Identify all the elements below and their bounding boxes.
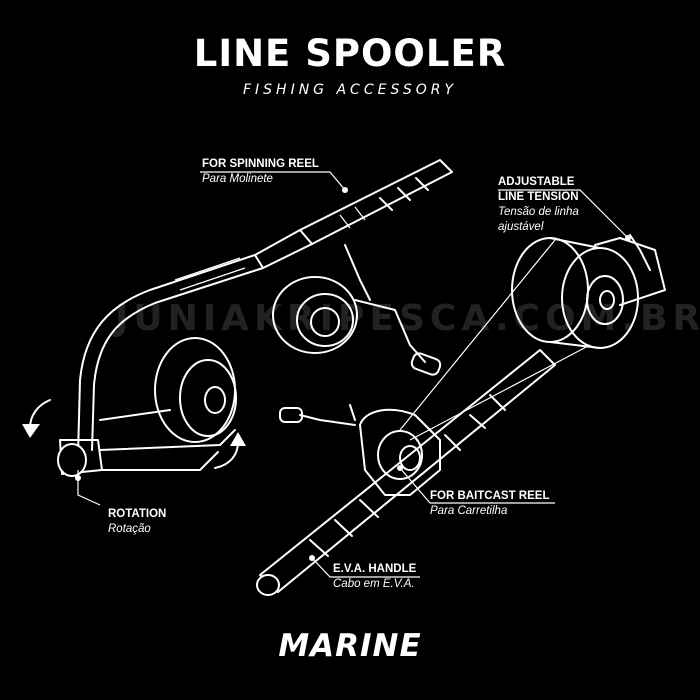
- left-spool: [99, 337, 237, 471]
- callout-baitcast-reel: FOR BAITCAST REEL Para Carretilha: [430, 489, 549, 519]
- callout-spinning-en: FOR SPINNING REEL: [202, 158, 319, 170]
- spinning-reel: [272, 244, 442, 376]
- arrow-left-icon: [22, 424, 40, 438]
- callout-line-tension: ADJUSTABLE LINE TENSION Tensão de linha …: [498, 175, 579, 235]
- callout-tension-en1: ADJUSTABLE: [498, 176, 575, 188]
- callout-baitcast-en: FOR BAITCAST REEL: [430, 490, 550, 502]
- page-title: LINE SPOOLER: [193, 32, 507, 75]
- callout-tension-pt1: Tensão de linha: [498, 206, 579, 218]
- callout-handle-en: E.V.A. HANDLE: [333, 563, 417, 575]
- callout-handle-pt: Cabo em E.V.A.: [333, 578, 415, 590]
- arrow-right-icon: [230, 432, 246, 446]
- callout-eva-handle: E.V.A. HANDLE Cabo em E.V.A.: [333, 562, 416, 592]
- brand-logo: MARINE: [278, 628, 422, 664]
- baitcast-reel: [279, 404, 441, 496]
- callout-rotation-en: ROTATION: [108, 508, 167, 520]
- baitcast-rod: [256, 349, 556, 596]
- rotation-arrows: [22, 399, 246, 469]
- spinning-rod: [254, 159, 453, 269]
- callout-spinning-reel: FOR SPINNING REEL Para Molinete: [202, 157, 319, 187]
- callout-baitcast-pt: Para Carretilha: [430, 505, 508, 517]
- callout-rotation-pt: Rotação: [108, 523, 151, 535]
- spooler-arm: [57, 254, 264, 477]
- callout-leaders: [75, 171, 631, 578]
- callout-spinning-pt: Para Molinete: [202, 173, 273, 185]
- callout-rotation: ROTATION Rotação: [108, 507, 166, 537]
- callout-tension-en2: LINE TENSION: [498, 191, 579, 203]
- line-path: [399, 239, 591, 441]
- callout-tension-pt2: ajustável: [498, 221, 544, 233]
- watermark-text: JUNIAKRIPESCA.COM.BR: [115, 298, 700, 339]
- page-subtitle: FISHING ACCESSORY: [242, 82, 458, 98]
- right-spool: [511, 234, 666, 349]
